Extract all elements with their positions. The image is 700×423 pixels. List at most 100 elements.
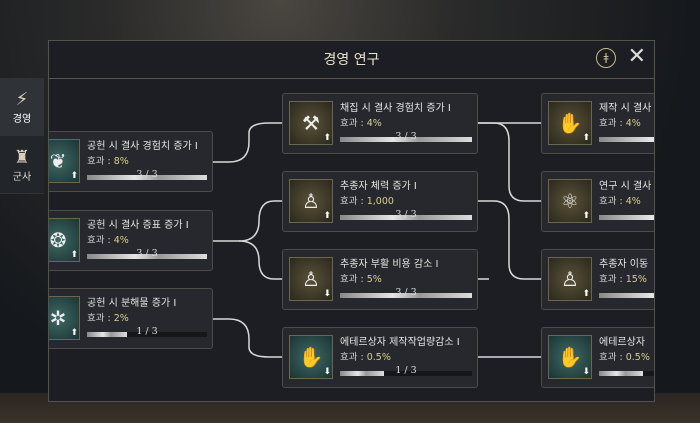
node-name: 추종자 부활 비용 감소 I [340,259,439,270]
upgrade-arrow-icon: ⬆ [70,250,78,260]
progress-fill [340,293,472,298]
gear-hand-icon: ✋⬇ [548,335,592,379]
close-button[interactable]: ✕ [627,44,646,69]
research-node[interactable]: ♙⬆ 추종자 이동 효과 : 15% [541,249,654,310]
sidebar-tab-management[interactable]: ⚡ 경영 [0,78,44,136]
progress-count: 3 / 3 [395,209,417,220]
progress-fill [87,332,127,337]
upgrade-arrow-icon: ⬆ [582,289,590,299]
upgrade-arrow-icon: ⬆ [582,211,590,221]
research-node[interactable]: ✋⬇ 에테르상자 효과 : 0.5% [541,327,654,388]
research-node[interactable]: ⚒⬆ 채집 시 결사 경험치 증가 I 효과 : 4% 3 / 3 [282,93,478,154]
downgrade-arrow-icon: ⬇ [582,367,590,377]
research-panel: 경영 연구 ǂ ✕ ❦⬆ 공헌 시 결사 경험치 증가 I 효과 : 8% 3 … [48,40,655,402]
progress-bar [599,293,654,298]
node-effect: 효과 : 4% [599,196,641,207]
research-node[interactable]: ✋⬆ 제작 시 결사 효과 : 4% [541,93,654,154]
sidebar-tab-label: 군사 [12,171,32,183]
progress-fill [340,137,472,142]
gear-hand-icon: ✋⬆ [548,101,592,145]
upgrade-arrow-icon: ⬆ [323,133,331,143]
downgrade-arrow-icon: ⬇ [323,367,331,377]
panel-title: 경영 연구 [323,52,380,68]
node-effect: 효과 : 4% [340,118,382,129]
upgrade-arrow-icon: ⬆ [323,211,331,221]
token-emblem-icon: ❂⬆ [49,218,80,262]
progress-bar [340,215,472,220]
progress-bar [340,371,472,376]
downgrade-arrow-icon: ⬇ [323,289,331,299]
progress-count: 1 / 3 [395,365,417,376]
node-name: 추종자 이동 [599,259,649,270]
signpost-icon[interactable]: ǂ [596,48,616,68]
node-effect: 효과 : 2% [87,313,129,324]
connector [238,240,282,280]
progress-bar [87,332,207,337]
axe-pickaxe-icon: ⚒⬆ [289,101,333,145]
connector [213,318,282,358]
progress-fill [599,293,654,298]
connector [213,122,282,163]
follower-health-icon: ♙⬆ [289,179,333,223]
research-node[interactable]: ❦⬆ 공헌 시 결사 경험치 증가 I 효과 : 8% 3 / 3 [49,131,213,192]
progress-fill [599,137,654,142]
node-effect: 효과 : 1,000 [340,196,394,207]
follower-move-icon: ♙⬆ [548,257,592,301]
progress-bar [599,215,654,220]
upgrade-arrow-icon: ⬆ [70,171,78,181]
node-name: 추종자 체력 증가 I [340,181,417,192]
gear-hand-icon: ✋⬇ [289,335,333,379]
progress-count: 1 / 3 [136,326,158,337]
research-node[interactable]: ♙⬆ 추종자 체력 증가 I 효과 : 1,000 3 / 3 [282,171,478,232]
research-node[interactable]: ✋⬇ 에테르상자 제작작업량감소 I 효과 : 0.5% 1 / 3 [282,327,478,388]
node-effect: 효과 : 8% [87,156,129,167]
upgrade-arrow-icon: ⬆ [70,328,78,338]
lightning-emblem-icon: ⚡ [15,88,29,110]
node-name: 에테르상자 제작작업량감소 I [340,337,460,348]
node-effect: 효과 : 0.5% [599,352,650,363]
node-name: 공헌 시 분해물 증가 I [87,298,177,309]
progress-fill [340,371,384,376]
progress-count: 3 / 3 [395,131,417,142]
node-effect: 효과 : 5% [340,274,382,285]
panel-header: 경영 연구 ǂ ✕ [49,41,654,79]
scatter-emblem-icon: ✲⬆ [49,296,80,340]
progress-bar [599,371,654,376]
progress-bar [87,254,207,259]
sidebar-tab-military[interactable]: ♜ 군사 [0,136,44,194]
progress-fill [87,254,207,259]
tree-emblem-icon: ❦⬆ [49,139,80,183]
progress-fill [340,215,472,220]
node-name: 공헌 시 결사 증표 증가 I [87,220,189,231]
upgrade-arrow-icon: ⬆ [582,133,590,143]
progress-count: 3 / 3 [136,248,158,259]
progress-bar [599,137,654,142]
progress-fill [599,215,654,220]
connector [478,122,541,202]
progress-count: 3 / 3 [136,169,158,180]
research-node[interactable]: ♙⬇ 추종자 부활 비용 감소 I 효과 : 5% 3 / 3 [282,249,478,310]
progress-bar [340,137,472,142]
follower-revive-icon: ♙⬇ [289,257,333,301]
research-node[interactable]: ✲⬆ 공헌 시 분해물 증가 I 효과 : 2% 1 / 3 [49,288,213,349]
node-effect: 효과 : 15% [599,274,647,285]
node-effect: 효과 : 4% [599,118,641,129]
node-effect: 효과 : 0.5% [340,352,391,363]
sidebar: ⚡ 경영 ♜ 군사 [0,78,44,194]
node-name: 공헌 시 결사 경험치 증가 I [87,141,198,152]
connector-lines [213,122,541,358]
sidebar-tab-label: 경영 [12,113,32,125]
node-effect: 효과 : 4% [87,235,129,246]
progress-count: 3 / 3 [395,287,417,298]
connector [213,200,282,242]
node-name: 제작 시 결사 [599,103,652,114]
castle-tower-icon: ♜ [13,146,31,168]
node-name: 에테르상자 [599,337,645,348]
research-node[interactable]: ⚛⬆ 연구 시 결사 효과 : 4% [541,171,654,232]
atom-icon: ⚛⬆ [548,179,592,223]
progress-bar [340,293,472,298]
research-node[interactable]: ❂⬆ 공헌 시 결사 증표 증가 I 효과 : 4% 3 / 3 [49,210,213,271]
progress-bar [87,175,207,180]
progress-fill [599,371,643,376]
progress-fill [87,175,207,180]
